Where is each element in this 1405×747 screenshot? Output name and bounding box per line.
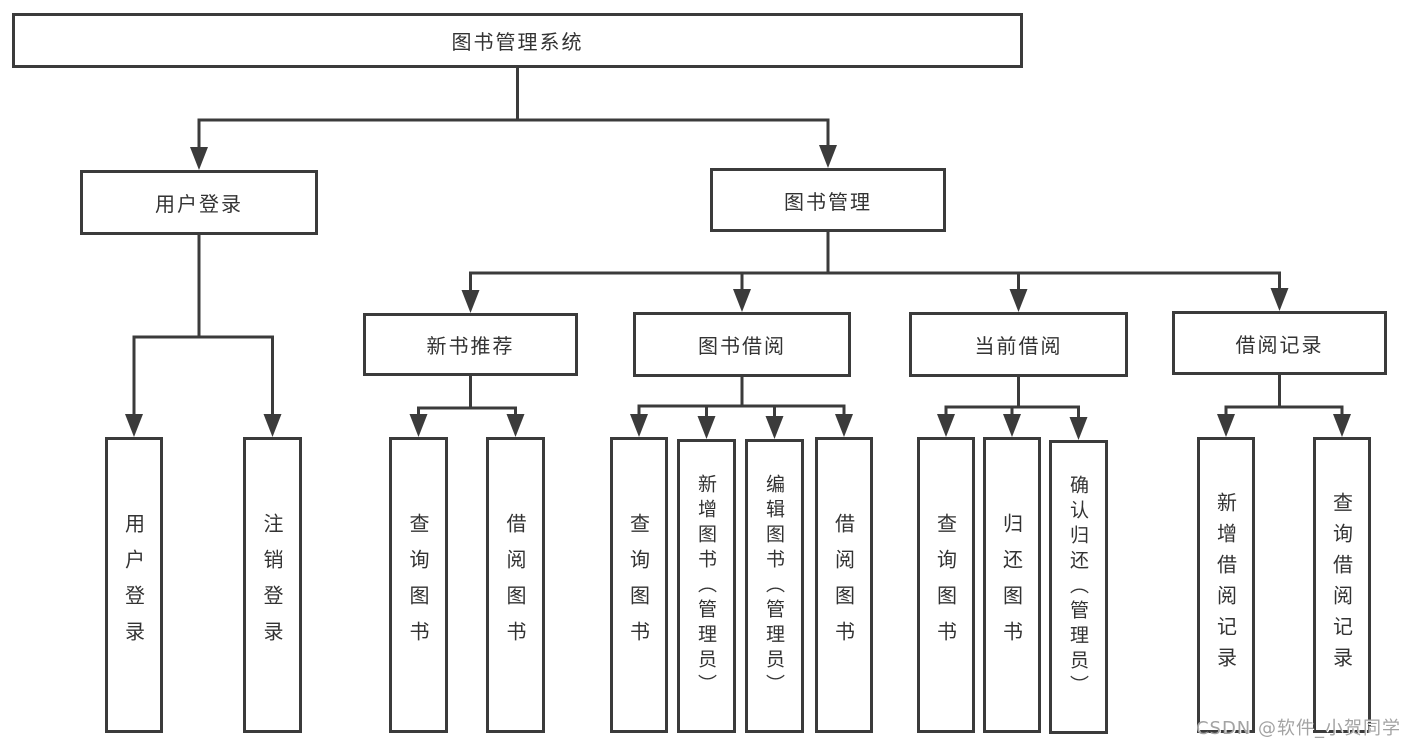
- node-current-borrowing: 当前借阅: [909, 312, 1128, 377]
- leaf-logout-login: 注销登录: [243, 437, 302, 733]
- leaf-newbook-query-books: 查询图书: [389, 437, 448, 733]
- leaf-user-login: 用户登录: [105, 437, 163, 733]
- leaf-current-return-books: 归还图书: [983, 437, 1041, 733]
- leaf-borrow-borrow-books: 借阅图书: [815, 437, 873, 733]
- csdn-watermark: CSDN @软件_小贺同学: [1195, 718, 1401, 739]
- leaf-current-query-books: 查询图书: [917, 437, 975, 733]
- node-library-system: 图书管理系统: [12, 13, 1023, 68]
- node-new-book-recommend: 新书推荐: [363, 313, 578, 376]
- leaf-borrow-add-books-admin: 新增图书（管理员）: [677, 439, 736, 733]
- node-book-borrowing: 图书借阅: [633, 312, 851, 377]
- leaf-records-query-record: 查询借阅记录: [1313, 437, 1371, 733]
- leaf-current-confirm-return-admin: 确认归还（管理员）: [1049, 440, 1108, 734]
- leaf-newbook-borrow-books: 借阅图书: [486, 437, 545, 733]
- leaf-borrow-query-books: 查询图书: [610, 437, 668, 733]
- node-borrowing-records: 借阅记录: [1172, 311, 1387, 375]
- node-user-login: 用户登录: [80, 170, 318, 235]
- node-book-management: 图书管理: [710, 168, 946, 232]
- leaf-records-add-record: 新增借阅记录: [1197, 437, 1255, 733]
- leaf-borrow-edit-books-admin: 编辑图书（管理员）: [745, 439, 804, 733]
